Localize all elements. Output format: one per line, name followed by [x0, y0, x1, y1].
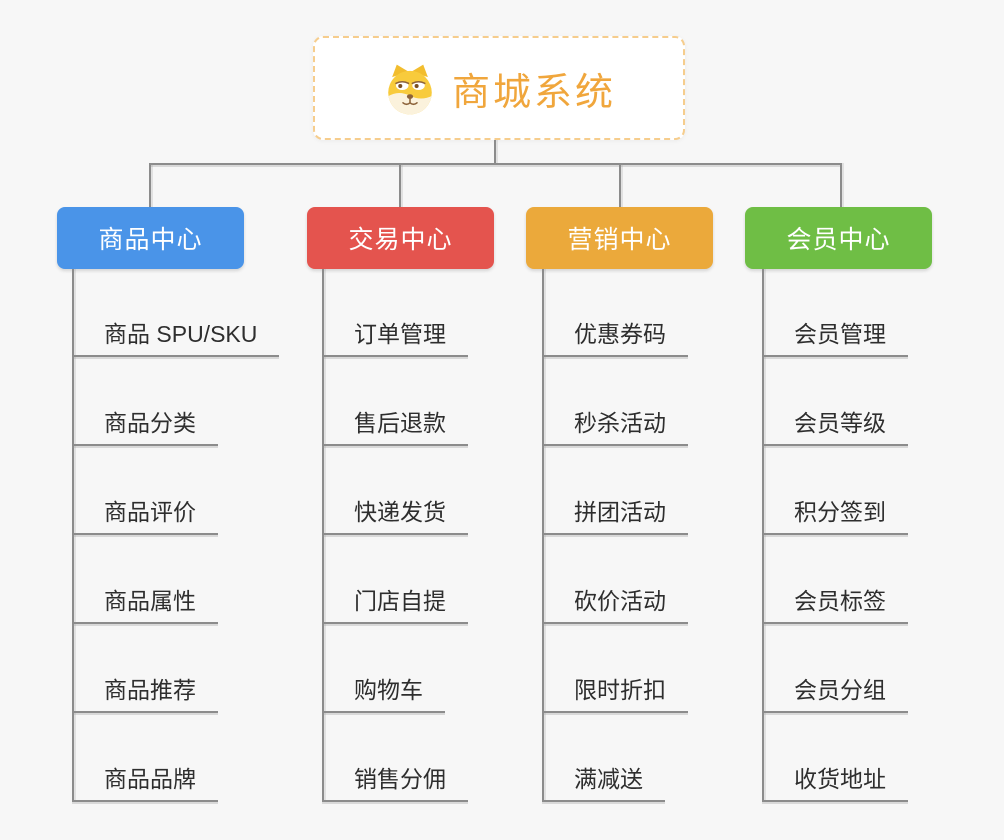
leaf-node[interactable]: 收货地址	[762, 762, 908, 802]
leaf-node[interactable]: 秒杀活动	[542, 406, 688, 446]
leaf-node[interactable]: 限时折扣	[542, 673, 688, 713]
leaf-node[interactable]: 砍价活动	[542, 584, 688, 624]
shiba-dog-icon	[382, 60, 438, 116]
branch-node-trade-center[interactable]: 交易中心	[307, 207, 494, 269]
connector-root-stub	[494, 140, 496, 165]
leaf-node[interactable]: 满减送	[542, 762, 665, 802]
leaf-node[interactable]: 商品属性	[72, 584, 218, 624]
root-node[interactable]: 商城系统	[313, 36, 685, 140]
leaf-node[interactable]: 快递发货	[322, 495, 468, 535]
leaf-node[interactable]: 商品推荐	[72, 673, 218, 713]
connector-drop-trade	[399, 163, 401, 209]
leaf-node[interactable]: 销售分佣	[322, 762, 468, 802]
connector-horizontal	[149, 163, 842, 165]
leaf-node[interactable]: 会员分组	[762, 673, 908, 713]
branch-node-product-center[interactable]: 商品中心	[57, 207, 244, 269]
branch-node-member-center[interactable]: 会员中心	[745, 207, 932, 269]
leaf-node[interactable]: 拼团活动	[542, 495, 688, 535]
branch-spine-product	[72, 269, 74, 802]
root-title: 商城系统	[451, 71, 616, 114]
leaf-node[interactable]: 会员管理	[762, 317, 908, 357]
leaf-node[interactable]: 优惠券码	[542, 317, 688, 357]
leaf-node[interactable]: 订单管理	[322, 317, 468, 357]
leaf-node[interactable]: 积分签到	[762, 495, 908, 535]
connector-drop-product	[149, 163, 151, 209]
branch-node-marketing-center[interactable]: 营销中心	[526, 207, 713, 269]
leaf-node[interactable]: 门店自提	[322, 584, 468, 624]
connector-drop-member	[840, 163, 842, 209]
leaf-node[interactable]: 购物车	[322, 673, 445, 713]
branch-spine-marketing	[542, 269, 544, 802]
leaf-node[interactable]: 会员等级	[762, 406, 908, 446]
leaf-node[interactable]: 商品 SPU/SKU	[72, 317, 280, 357]
branch-spine-trade	[322, 269, 324, 802]
connector-drop-marketing	[619, 163, 621, 209]
leaf-node[interactable]: 商品评价	[72, 495, 218, 535]
leaf-node[interactable]: 商品分类	[72, 406, 218, 446]
leaf-node[interactable]: 售后退款	[322, 406, 468, 446]
branch-spine-member	[762, 269, 764, 802]
leaf-node[interactable]: 商品品牌	[72, 762, 218, 802]
leaf-node[interactable]: 会员标签	[762, 584, 908, 624]
